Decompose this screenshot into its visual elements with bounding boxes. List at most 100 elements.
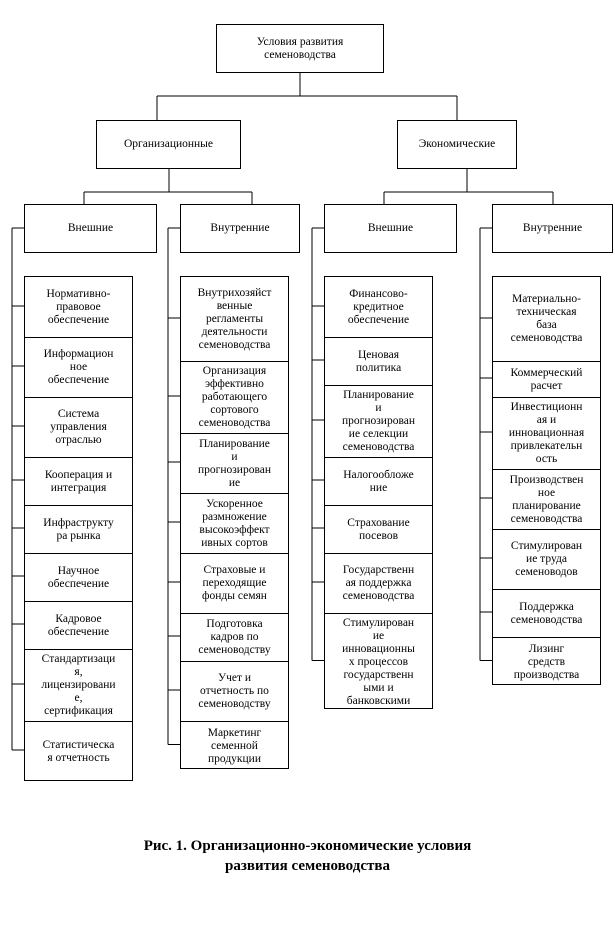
leaf-item-line: Маркетинг (207, 726, 262, 739)
leaf-item-line: обеспечение (347, 313, 410, 326)
leaf-item-line: Система (57, 408, 100, 420)
leaf-item-line: отчетность по (200, 685, 269, 697)
leaf-item-line: е, (74, 692, 83, 704)
root-node: Условия развития семеноводства (216, 24, 384, 73)
leaf-item-line: кредитное (353, 300, 404, 313)
figure-caption: Рис. 1. Организационно-экономические усл… (0, 836, 615, 876)
leaf-item-line: инновационны (342, 642, 415, 655)
leaf-item-line: ние (369, 481, 388, 494)
leaf-item-line: база (536, 319, 557, 331)
leaf-item-line: Учет и (217, 672, 252, 684)
leaf-item-line: Информацион (43, 348, 114, 360)
leaf-item-line: прогнозирован (341, 415, 415, 427)
leaf-item-line: Стимулирован (342, 616, 415, 629)
leaf-item-line: семеноводству (198, 698, 271, 710)
leaf-item-line: семеноводства (342, 441, 415, 453)
leaf-item-line: Коммерческий (510, 366, 583, 379)
leaf-item-line: Внутрихозяйст (197, 286, 272, 299)
leaf-item-line: я, (74, 666, 83, 678)
leaf-item-line: ие труда (526, 553, 567, 565)
leaf-item-line: сортового (210, 404, 259, 416)
leaf-item-line: семеноводства (342, 590, 415, 602)
leaf-item-line: Организация (202, 365, 267, 377)
leaf-item-line: Производствен (509, 473, 584, 486)
leaf-item-line: Нормативно- (46, 287, 111, 300)
leaf-item-line: кадров по (210, 631, 259, 643)
leaf-item-line: Ценовая (358, 348, 399, 361)
leaf-item-line: семеноводства (198, 338, 271, 351)
leaf-item-line: прогнозирован (197, 463, 271, 476)
leaf-item-line: средств (527, 655, 566, 668)
leaf-item-line: ное (69, 361, 88, 373)
leaf-item-line: ие (372, 629, 385, 642)
node-organizational: Организационные (96, 120, 241, 169)
leaf-item-line: эффективно (205, 378, 264, 390)
leaf-item-line: переходящие (202, 577, 267, 589)
leaf-item-line: государственн (343, 668, 414, 681)
leaf-item-line: семеноводства (510, 613, 583, 626)
leaf-item-line: ивных сортов (201, 536, 268, 549)
leaf-item-line: продукции (208, 752, 261, 765)
caption-line-1: Рис. 1. Организационно-экономические усл… (143, 838, 472, 854)
leaf-item-line: х процессов (348, 655, 409, 668)
leaf-item-line: Налогообложе (343, 468, 414, 481)
leaf-item-line: фонды семян (202, 590, 267, 602)
leaf-item-line: Кооперация и (44, 468, 113, 481)
node-org-internal: Внутренние (180, 204, 300, 253)
leaf-item-line: производства (513, 668, 580, 681)
leaf-item-line: Стимулирован (510, 540, 583, 552)
leaf-item-line: политика (355, 361, 402, 374)
leaf-item-line: ыми и (363, 681, 394, 694)
leaf-item-line: семеноводов (515, 566, 578, 578)
caption-line-2: развития семеноводства (225, 858, 390, 874)
leaf-item-line: Инфраструкту (43, 516, 114, 529)
leaf-item-line: размножение (202, 510, 267, 523)
node-eco-external: Внешние (324, 204, 457, 253)
leaf-item-line: техническая (516, 306, 577, 318)
leaf-item-line: Государственн (342, 564, 415, 576)
leaf-item-line: Планирование (343, 389, 414, 401)
node-economic: Экономические (397, 120, 517, 169)
leaf-item-line: управления (50, 421, 107, 433)
leaf-item-line: ие селекции (348, 428, 409, 440)
leaf-item-line: я отчетность (47, 751, 110, 764)
node-eco-internal: Внутренние (492, 204, 613, 253)
leaf-item-line: ие (228, 476, 241, 489)
leaf-item-line: ное (537, 486, 556, 499)
leaf-item-line: правовое (56, 300, 101, 313)
leaf-item-line: инновационная (508, 427, 585, 439)
leaf-item-line: обеспечение (47, 374, 110, 386)
leaf-item-line: Статистическа (42, 738, 115, 751)
leaf-item-line: сертификация (44, 705, 113, 717)
leaf-item-line: расчет (530, 379, 563, 392)
leaf-item-line: планирование (512, 499, 581, 512)
leaf-item-line: Финансово- (349, 287, 408, 300)
leaf-item-line: банковскими (346, 694, 411, 707)
leaf-item-line: регламенты (205, 312, 264, 325)
leaf-item-line: Материально- (512, 293, 581, 305)
leaf-item-line: обеспечение (47, 313, 110, 326)
